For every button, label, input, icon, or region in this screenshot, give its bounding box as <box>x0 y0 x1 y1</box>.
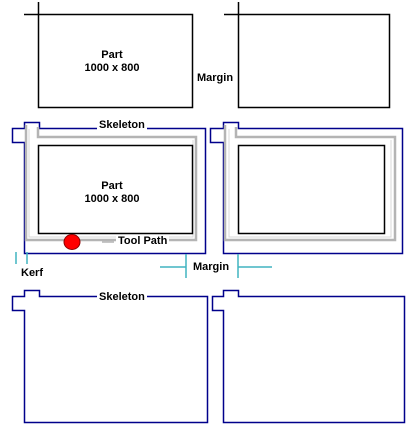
margin-dimension <box>160 254 272 278</box>
skeleton-label-middle: Skeleton <box>97 119 147 132</box>
tool-path-label: Tool Path <box>116 235 170 248</box>
start-point-marker <box>63 234 81 250</box>
tool-path-inner <box>228 129 392 238</box>
part-label-top: Part 1000 x 800 <box>57 49 167 75</box>
part-panel-right <box>224 2 391 109</box>
tool-path <box>24 125 198 242</box>
part-label-middle: Part 1000 x 800 <box>57 180 167 206</box>
part-name: Part <box>101 180 123 192</box>
part-outline <box>37 13 194 109</box>
tool-path <box>223 125 397 242</box>
skeleton-outline <box>209 121 404 255</box>
part-name: Part <box>101 49 123 61</box>
part-panel-left <box>24 2 194 109</box>
margin-label-middle: Margin <box>192 261 231 274</box>
skeleton-outline <box>11 121 207 255</box>
skeleton-outline-bottom-right <box>211 289 406 424</box>
skeleton-panel-right <box>209 121 404 255</box>
kerf-label: Kerf <box>21 267 44 280</box>
skeleton-outline-bottom-left <box>11 289 209 424</box>
kerf-dimension <box>15 252 28 264</box>
part-outline <box>237 13 391 109</box>
part-outline <box>237 144 386 235</box>
skeleton-label-bottom: Skeleton <box>97 291 147 304</box>
part-outline <box>37 144 194 235</box>
margin-label-top: Margin <box>197 72 234 85</box>
part-size: 1000 x 800 <box>84 193 140 205</box>
part-size: 1000 x 800 <box>84 62 140 74</box>
skeleton-panel-left <box>11 121 207 255</box>
